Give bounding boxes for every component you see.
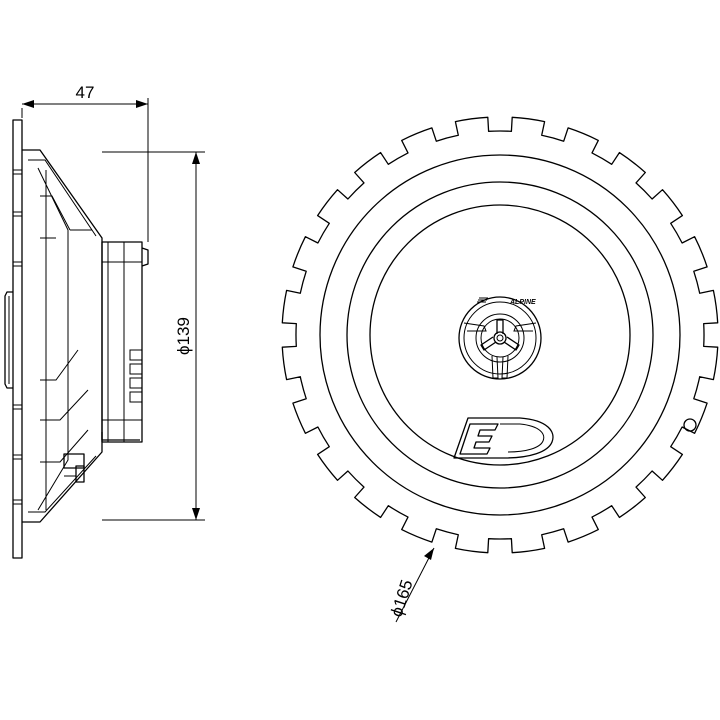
dimension-outer-diameter: ϕ165 xyxy=(387,547,435,623)
dimension-mounting-diameter: ϕ139 xyxy=(102,151,205,521)
side-cone xyxy=(37,167,69,511)
dimension-depth: 47 xyxy=(21,83,149,242)
dimension-outer-diameter-label: ϕ165 xyxy=(387,577,417,619)
front-basket-ring xyxy=(319,154,681,516)
side-magnet xyxy=(101,241,143,443)
brand-logo-text: ALPINE xyxy=(509,299,536,306)
side-terminal xyxy=(63,453,85,483)
front-view: ALPINE E ϕ165 xyxy=(281,116,719,623)
front-tweeter: ALPINE xyxy=(458,296,542,380)
side-magnet-slots xyxy=(129,349,143,403)
front-mounting-hole xyxy=(683,418,697,432)
dimension-depth-label: 47 xyxy=(76,83,95,102)
front-surround-inner xyxy=(369,204,631,466)
tweeter-spoke-fins xyxy=(463,322,537,379)
side-flange xyxy=(12,119,23,559)
dimension-mounting-diameter-label: ϕ139 xyxy=(174,317,193,355)
side-basket xyxy=(22,149,103,523)
front-surround-outer xyxy=(346,181,654,489)
side-view: 47 ϕ139 xyxy=(4,83,205,559)
side-tweeter-bulge xyxy=(4,291,13,389)
side-basket-ribs xyxy=(40,195,92,463)
type-e-logo: E xyxy=(453,417,554,459)
flange-notches xyxy=(13,169,22,505)
front-outer-flange xyxy=(281,116,719,554)
